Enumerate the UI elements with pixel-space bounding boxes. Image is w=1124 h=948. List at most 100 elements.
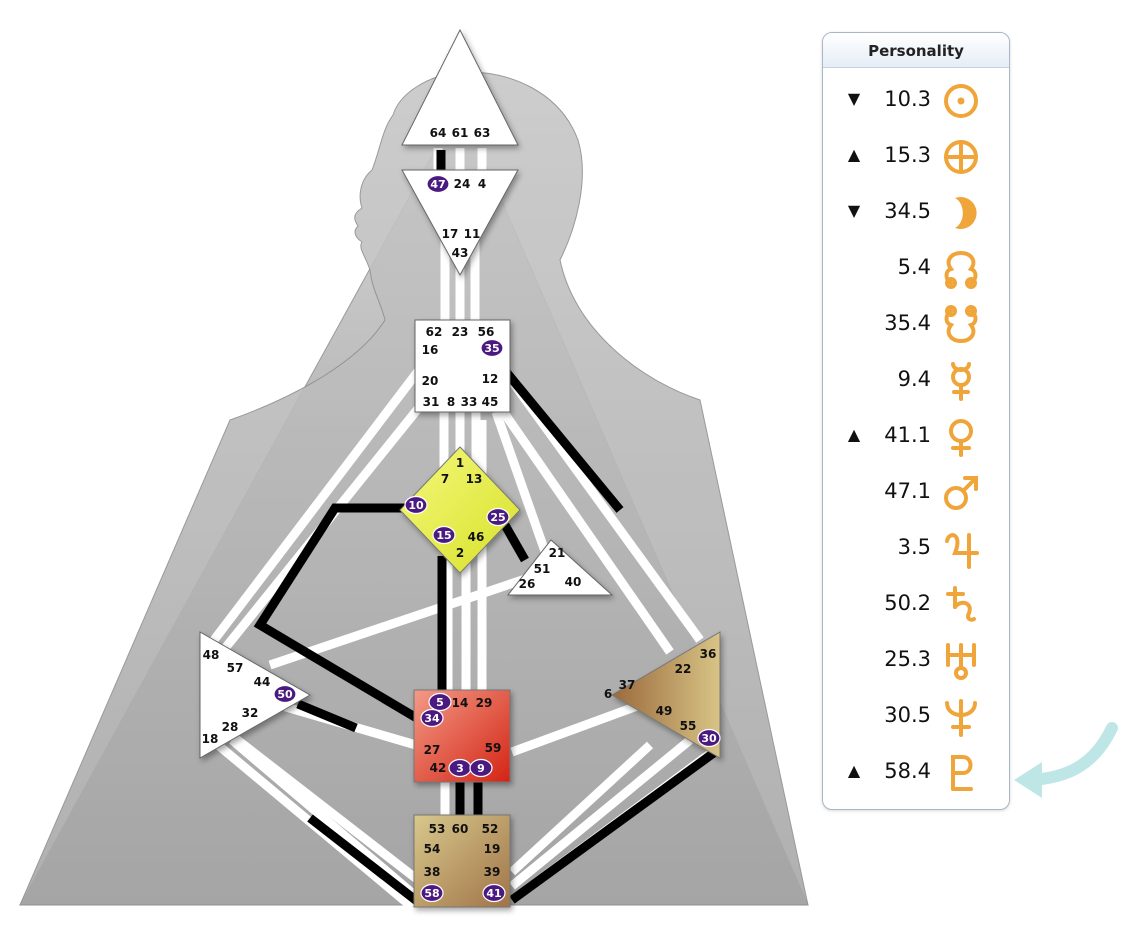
- arrow-down-icon: ▼: [847, 89, 861, 108]
- personality-panel: Personality ▼ 10.3 ▲ 15.3 ▼ 34.5 5.4 35.4 9.4 ▲ 41…: [822, 32, 1010, 810]
- gate-16: 16: [422, 343, 439, 357]
- activation-value: 15.3: [884, 143, 931, 167]
- heart-center: [506, 539, 614, 596]
- gate-58: 58: [424, 887, 439, 900]
- gate-activation-marker: [482, 883, 506, 903]
- gate-20: 20: [422, 374, 439, 388]
- gate-24: 24: [454, 177, 471, 191]
- gate-35: 35: [484, 342, 499, 355]
- activation-value: 25.3: [884, 647, 931, 671]
- gate-43: 43: [452, 246, 469, 260]
- mars-icon: [944, 476, 978, 510]
- panel-title: Personality: [823, 33, 1009, 68]
- gate-30: 30: [701, 732, 717, 745]
- gate-27: 27: [424, 743, 441, 757]
- personality-row: 3.5: [823, 527, 1009, 571]
- arrow-down-icon: ▼: [847, 201, 861, 220]
- gate-46: 46: [468, 530, 485, 544]
- gate-activation-marker: [273, 684, 297, 704]
- activation-value: 50.2: [884, 591, 931, 615]
- activation-value: 30.5: [884, 703, 931, 727]
- gate-44: 44: [254, 675, 271, 689]
- channels: [204, 148, 718, 916]
- gate-26: 26: [519, 577, 536, 591]
- gate-31: 31: [423, 395, 440, 409]
- uranus-icon: [946, 643, 976, 680]
- gate-22: 22: [675, 662, 692, 676]
- gate-33: 33: [461, 395, 478, 409]
- gate-37: 37: [619, 678, 636, 692]
- gate-7: 7: [441, 472, 449, 486]
- arrow-up-icon: ▲: [847, 145, 861, 164]
- activation-value: 3.5: [897, 535, 931, 559]
- curved-arrow-icon: [1014, 722, 1118, 798]
- gate-4: 4: [478, 177, 486, 191]
- gate-23: 23: [452, 325, 469, 339]
- personality-row: ▲ 15.3: [823, 135, 1009, 179]
- gate-36: 36: [700, 647, 717, 661]
- activation-value: 34.5: [884, 199, 931, 223]
- mercury-icon: [951, 362, 971, 401]
- head-center: [401, 28, 519, 146]
- saturn-icon: [946, 586, 976, 622]
- gate-12: 12: [482, 372, 499, 386]
- activation-value: 47.1: [884, 479, 931, 503]
- gate-17: 17: [442, 227, 459, 241]
- personality-row: ▲ 41.1: [823, 415, 1009, 459]
- gate-60: 60: [452, 822, 469, 836]
- arrow-up-icon: ▲: [847, 761, 861, 780]
- activation-value: 5.4: [897, 255, 931, 279]
- gate-9: 9: [477, 762, 485, 775]
- gate-50: 50: [277, 688, 293, 701]
- gate-28: 28: [222, 720, 239, 734]
- gate-activation-marker: [420, 883, 444, 903]
- activation-value: 58.4: [884, 759, 931, 783]
- personality-row: 35.4: [823, 303, 1009, 347]
- gate-34: 34: [424, 712, 440, 725]
- gate-45: 45: [482, 395, 499, 409]
- personality-row: 25.3: [823, 639, 1009, 683]
- south-node-icon: [944, 305, 978, 344]
- gate-activation-marker: [480, 338, 504, 358]
- personality-row: 9.4: [823, 359, 1009, 403]
- gate-63: 63: [474, 126, 491, 140]
- gate-41: 41: [486, 887, 501, 900]
- gate-13: 13: [466, 472, 483, 486]
- jupiter-icon: [945, 533, 979, 569]
- gate-57: 57: [227, 661, 244, 675]
- sun-icon: [944, 84, 978, 118]
- gate-activation-marker: [404, 495, 428, 515]
- gate-38: 38: [424, 865, 441, 879]
- arrow-up-icon: ▲: [847, 425, 861, 444]
- gate-53: 53: [429, 822, 446, 836]
- g-center: [399, 446, 521, 574]
- gate-49: 49: [656, 704, 673, 718]
- gate-activation-marker: [697, 728, 721, 748]
- solar-plexus-center: [611, 631, 721, 759]
- moon-icon: [955, 197, 977, 229]
- gate-29: 29: [476, 696, 493, 710]
- north-node-icon: [944, 250, 978, 289]
- gate-18: 18: [202, 732, 219, 746]
- ajna-center: [401, 169, 519, 277]
- neptune-icon: [945, 699, 977, 737]
- gate-2: 2: [456, 546, 464, 560]
- gate-56: 56: [478, 325, 495, 339]
- gate-54: 54: [424, 842, 441, 856]
- gate-51: 51: [534, 562, 551, 576]
- gate-activation-marker: [420, 708, 444, 728]
- gate-52: 52: [482, 822, 499, 836]
- activation-value: 41.1: [884, 423, 931, 447]
- personality-row: ▼ 10.3: [823, 79, 1009, 123]
- earth-icon: [944, 140, 978, 174]
- gate-activation-marker: [469, 758, 493, 778]
- spleen-center: [199, 631, 312, 759]
- gate-59: 59: [485, 741, 502, 755]
- activation-value: 10.3: [884, 87, 931, 111]
- gate-activation-marker: [426, 174, 450, 194]
- gate-64: 64: [430, 126, 447, 140]
- gate-1: 1: [456, 456, 464, 470]
- gate-55: 55: [680, 719, 697, 733]
